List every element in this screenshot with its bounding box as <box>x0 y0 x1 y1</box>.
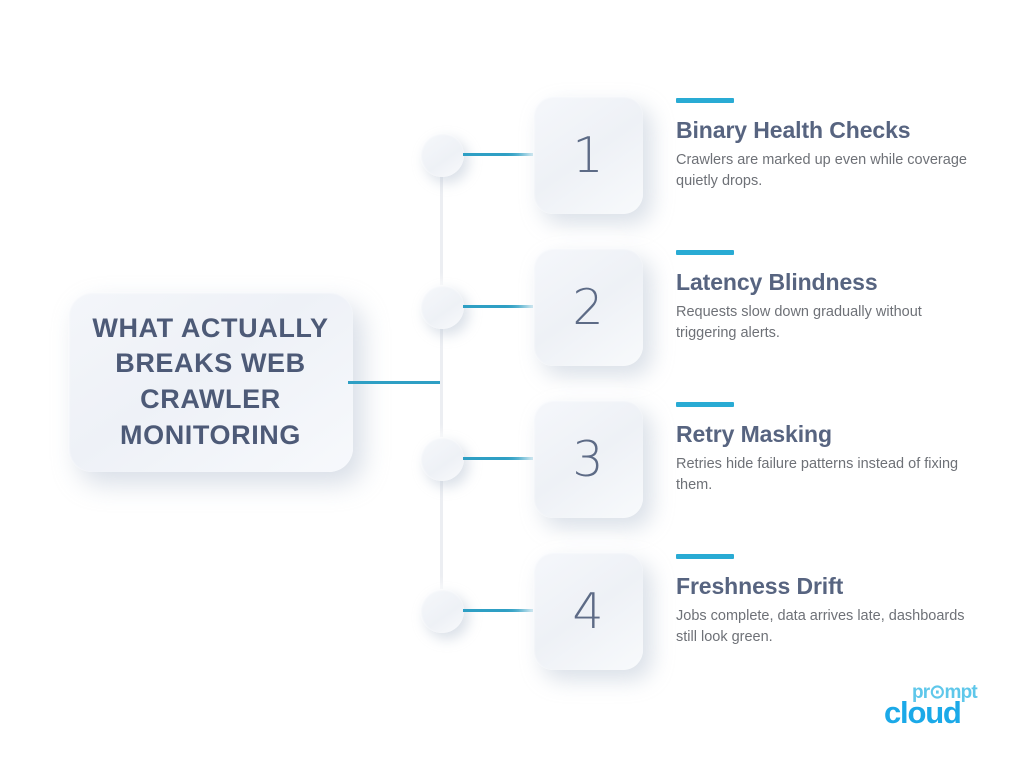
item-text-block-2: Latency Blindness Requests slow down gra… <box>676 250 976 344</box>
title-card-text: WHAT ACTUALLY BREAKS WEB CRAWLER MONITOR… <box>92 312 329 450</box>
timeline-node-2 <box>420 285 464 329</box>
accent-bar-1 <box>676 98 734 103</box>
number-card-4: 4 <box>533 552 643 670</box>
number-card-value-2: 2 <box>572 278 604 336</box>
number-card-value-1: 1 <box>572 126 604 184</box>
logo-cloud-text: cloud <box>884 695 962 730</box>
item-body-2: Requests slow down gradually without tri… <box>676 304 922 342</box>
item-text-block-3: Retry Masking Retries hide failure patte… <box>676 402 976 496</box>
accent-bar-4 <box>676 554 734 559</box>
row-connector-1 <box>463 153 538 156</box>
number-card-3: 3 <box>533 400 643 518</box>
timeline-node-4 <box>420 589 464 633</box>
row-connector-3 <box>463 457 538 460</box>
promptcloud-logo: pr⊙mpt cloud <box>884 683 996 733</box>
item-body-3: Retries hide failure patterns instead of… <box>676 456 959 494</box>
number-card-2: 2 <box>533 248 643 366</box>
timeline-node-1 <box>420 133 464 177</box>
number-card-1: 1 <box>533 96 643 214</box>
accent-bar-3 <box>676 402 734 407</box>
timeline-spine <box>440 155 443 612</box>
accent-bar-2 <box>676 250 734 255</box>
title-connector-line <box>348 381 443 384</box>
timeline-node-3 <box>420 437 464 481</box>
item-text-block-4: Freshness Drift Jobs complete, data arri… <box>676 554 976 648</box>
item-heading-1: Binary Health Checks <box>676 117 911 143</box>
number-card-value-3: 3 <box>572 430 604 488</box>
item-body-4: Jobs complete, data arrives late, dashbo… <box>676 608 965 646</box>
number-card-value-4: 4 <box>572 582 604 640</box>
logo-prompt-text: pr⊙mpt <box>912 682 978 703</box>
item-heading-3: Retry Masking <box>676 421 832 447</box>
item-heading-2: Latency Blindness <box>676 269 878 295</box>
item-body-1: Crawlers are marked up even while covera… <box>676 152 967 190</box>
row-connector-4 <box>463 609 538 612</box>
title-card: WHAT ACTUALLY BREAKS WEB CRAWLER MONITOR… <box>68 292 353 472</box>
row-connector-2 <box>463 305 538 308</box>
item-text-block-1: Binary Health Checks Crawlers are marked… <box>676 98 976 192</box>
item-heading-4: Freshness Drift <box>676 573 844 599</box>
